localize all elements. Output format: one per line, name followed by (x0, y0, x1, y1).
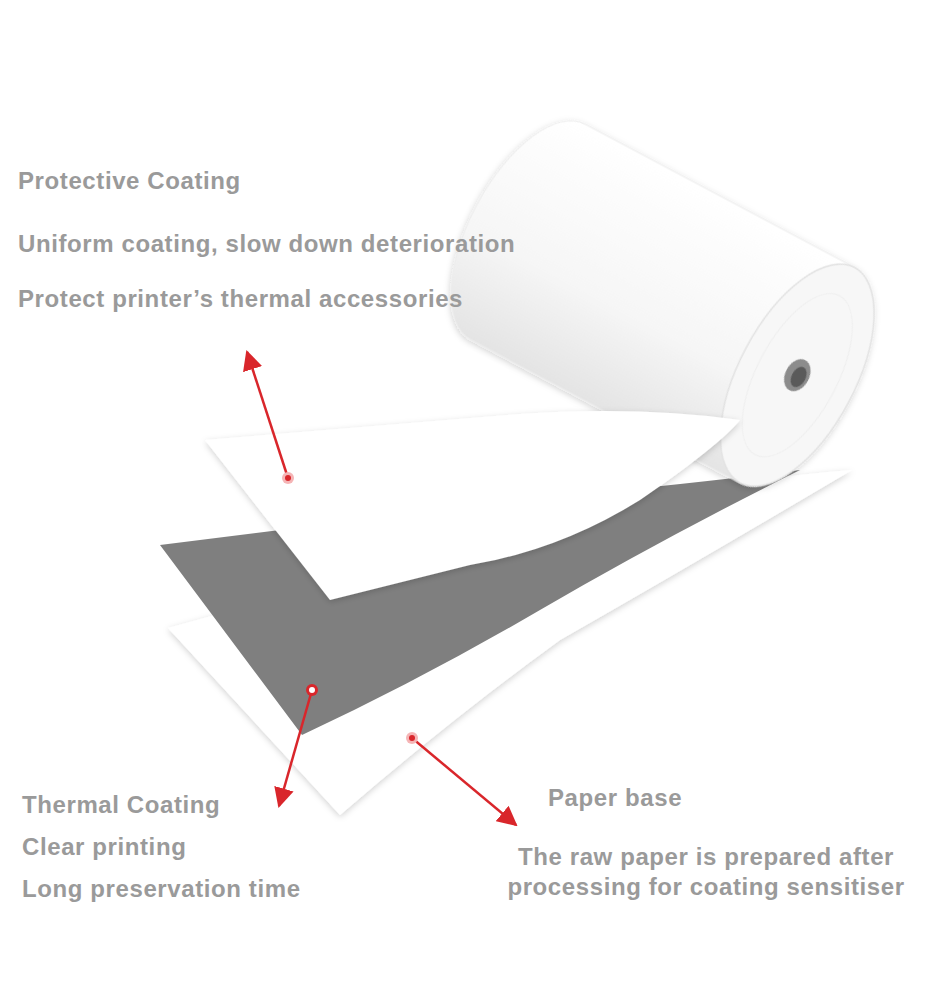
leader-arrow (412, 738, 516, 825)
protective-coating-sheet (205, 411, 740, 600)
layer-name: Thermal Coating (22, 790, 220, 820)
feature-note: Long preservation time (22, 874, 301, 904)
leader-dot (306, 684, 318, 696)
leader-arrow (279, 690, 312, 806)
leader-dot (406, 732, 418, 744)
leader-dot (282, 472, 294, 484)
leader-arrow (247, 352, 288, 478)
feature-note: Protect printer’s thermal accessories (18, 284, 463, 314)
layer-name: Protective Coating (18, 166, 241, 196)
feature-note: Uniform coating, slow down deterioration (18, 229, 515, 259)
feature-note: The raw paper is prepared after processi… (468, 842, 944, 902)
layer-name: Paper base (548, 783, 682, 813)
feature-note: Clear printing (22, 832, 186, 862)
